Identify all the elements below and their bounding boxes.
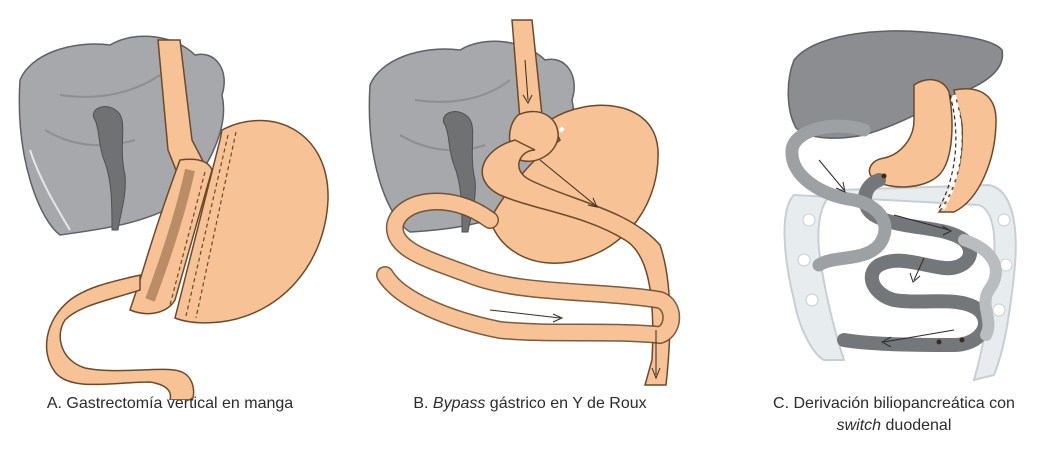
caption-prefix: A. [47, 395, 67, 412]
caption-text: duodenal [881, 417, 951, 434]
caption-italic: switch [837, 417, 881, 434]
caption-prefix: B. [413, 395, 433, 412]
caption-line-2: switch duodenal [724, 415, 1064, 437]
panel-b: B. Bypass gástrico en Y de Roux [360, 0, 700, 462]
sleeve-gastrectomy-illustration [0, 0, 340, 400]
panel-c: C. Derivación biliopancreática con switc… [724, 0, 1064, 462]
panel-a-caption: A. Gastrectomía vertical en manga [0, 393, 340, 415]
biliopancreatic-diversion-duodenal-switch-illustration [724, 0, 1064, 400]
panel-c-caption: C. Derivación biliopancreática con switc… [724, 393, 1064, 437]
caption-line-1: C. Derivación biliopancreática con [724, 393, 1064, 415]
caption-italic: Bypass [433, 395, 485, 412]
roux-en-y-gastric-bypass-illustration [360, 0, 700, 400]
caption-text: Gastrectomía vertical en manga [66, 395, 293, 412]
caption-text: gástrico en Y de Roux [485, 395, 646, 412]
panel-b-caption: B. Bypass gástrico en Y de Roux [360, 393, 700, 415]
panel-a: A. Gastrectomía vertical en manga [0, 0, 340, 462]
